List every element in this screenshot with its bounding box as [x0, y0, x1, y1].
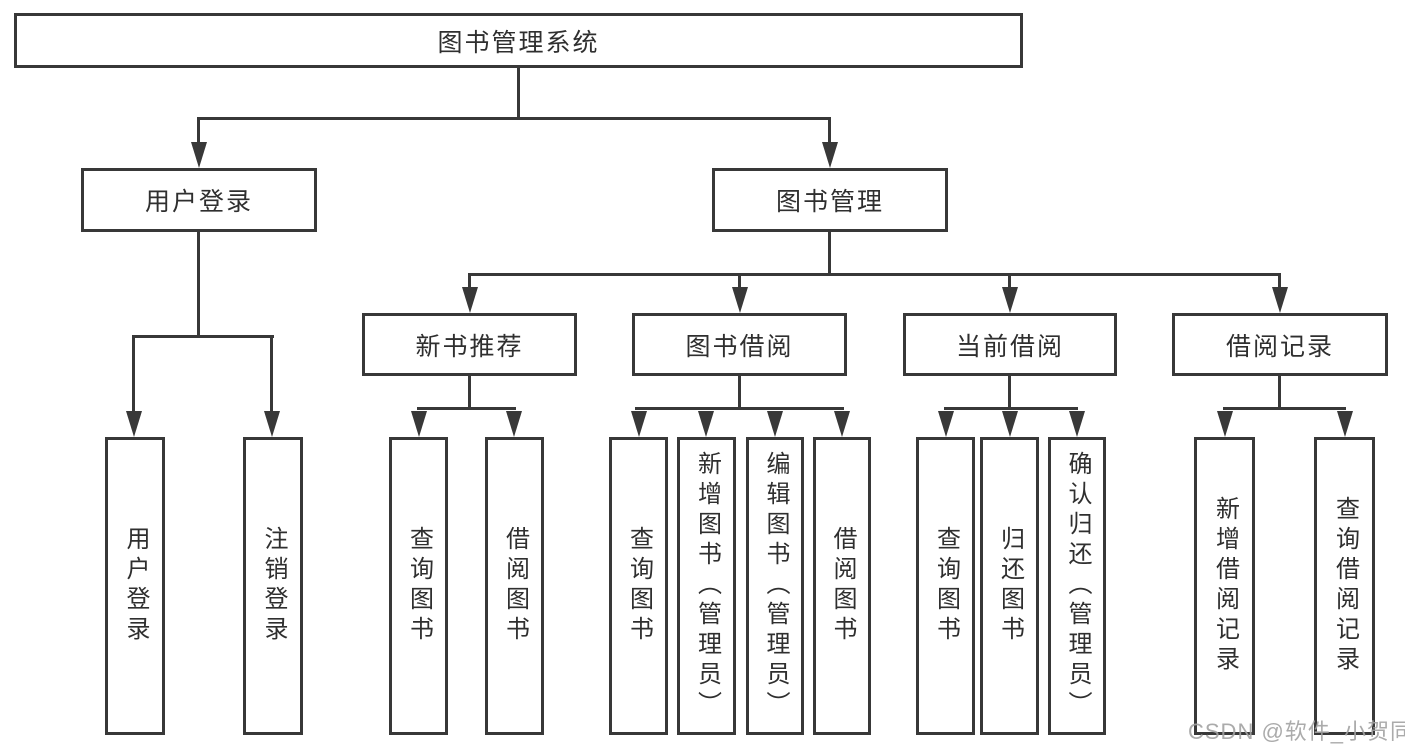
connector-line	[1008, 376, 1011, 410]
connector-line	[944, 407, 1078, 410]
connector-line	[132, 335, 135, 415]
node-return-books: 归还图书	[980, 437, 1039, 735]
node-book-management: 图书管理	[712, 168, 948, 232]
node-user-login: 用户登录	[81, 168, 317, 232]
connector-line	[517, 68, 520, 120]
node-current-borrowing: 当前借阅	[903, 313, 1117, 376]
node-query-books-current: 查询图书	[916, 437, 975, 735]
node-confirm-return-admin: 确认归还（管理员）	[1048, 437, 1106, 735]
arrow-down-icon	[631, 411, 647, 437]
connector-line	[468, 273, 471, 291]
node-user-login-action: 用户登录	[105, 437, 165, 735]
arrow-down-icon	[1002, 287, 1018, 313]
arrow-down-icon	[126, 411, 142, 437]
arrow-down-icon	[767, 411, 783, 437]
connector-line	[197, 117, 200, 145]
node-add-borrow-record: 新增借阅记录	[1194, 437, 1255, 735]
arrow-down-icon	[1069, 411, 1085, 437]
connector-line	[270, 335, 273, 415]
connector-line	[828, 117, 831, 145]
connector-line	[738, 376, 741, 410]
connector-line	[1008, 273, 1011, 291]
arrow-down-icon	[506, 411, 522, 437]
connector-line	[738, 273, 741, 291]
arrow-down-icon	[698, 411, 714, 437]
arrow-down-icon	[938, 411, 954, 437]
node-query-books-recommend: 查询图书	[389, 437, 448, 735]
arrow-down-icon	[1272, 287, 1288, 313]
connector-line	[417, 407, 516, 410]
arrow-down-icon	[1002, 411, 1018, 437]
arrow-down-icon	[264, 411, 280, 437]
connector-line	[468, 376, 471, 410]
arrow-down-icon	[411, 411, 427, 437]
node-borrow-books-borrowing: 借阅图书	[813, 437, 871, 735]
node-query-borrow-record: 查询借阅记录	[1314, 437, 1375, 735]
connector-line	[635, 407, 844, 410]
arrow-down-icon	[191, 142, 207, 168]
node-add-books-admin: 新增图书（管理员）	[677, 437, 736, 735]
node-library-management-system: 图书管理系统	[14, 13, 1023, 68]
node-edit-books-admin: 编辑图书（管理员）	[746, 437, 804, 735]
connector-line	[1223, 407, 1346, 410]
node-new-book-recommendation: 新书推荐	[362, 313, 577, 376]
connector-line	[468, 273, 1281, 276]
arrow-down-icon	[1337, 411, 1353, 437]
arrow-down-icon	[462, 287, 478, 313]
watermark: CSDN @软件_小贺同学	[1188, 719, 1405, 744]
connector-line	[197, 232, 200, 338]
node-query-books-borrowing: 查询图书	[609, 437, 668, 735]
arrow-down-icon	[822, 142, 838, 168]
node-borrow-books-recommend: 借阅图书	[485, 437, 544, 735]
node-book-borrowing: 图书借阅	[632, 313, 847, 376]
node-logout-action: 注销登录	[243, 437, 303, 735]
arrow-down-icon	[732, 287, 748, 313]
arrow-down-icon	[834, 411, 850, 437]
node-borrowing-records: 借阅记录	[1172, 313, 1388, 376]
connector-line	[1278, 273, 1281, 291]
connector-line	[1278, 376, 1281, 410]
connector-line	[132, 335, 274, 338]
arrow-down-icon	[1217, 411, 1233, 437]
connector-line	[828, 232, 831, 276]
connector-line	[197, 117, 831, 120]
